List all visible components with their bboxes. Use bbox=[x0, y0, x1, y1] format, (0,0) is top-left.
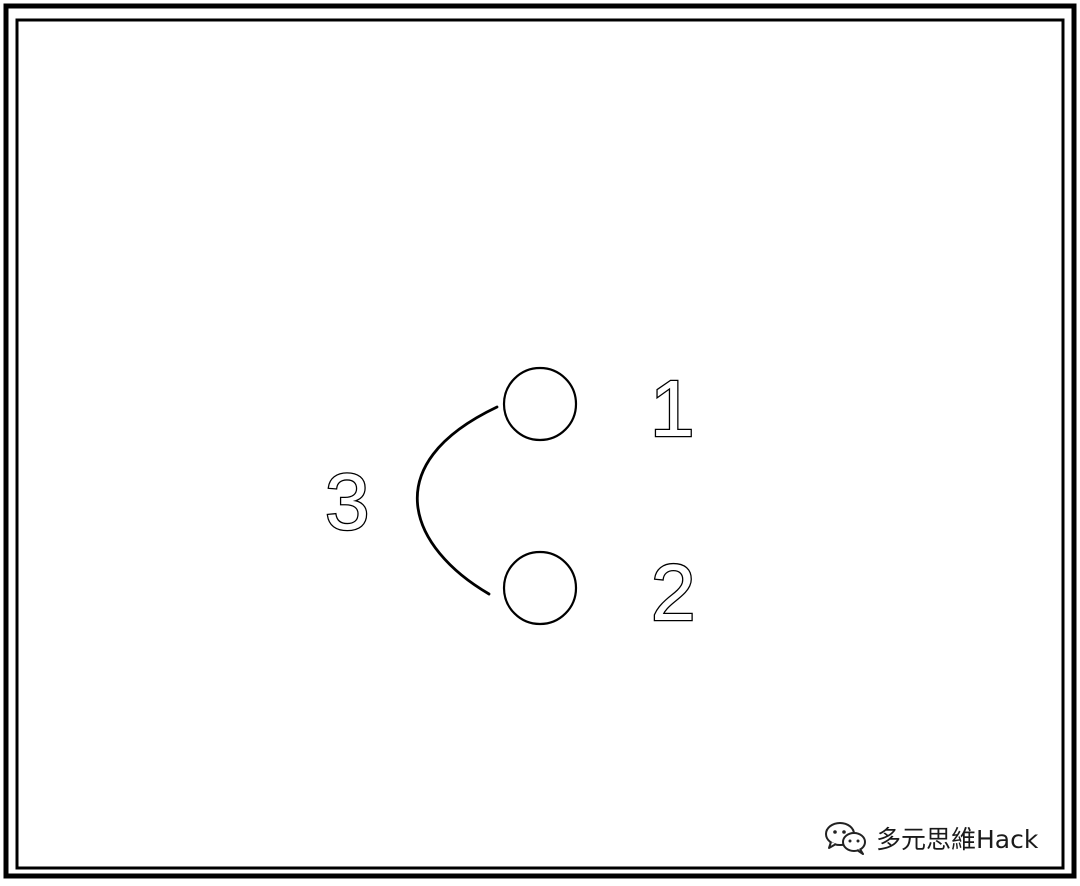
node-2-label: 2 bbox=[651, 548, 696, 637]
inner-border bbox=[15, 18, 1065, 870]
node-1-circle bbox=[502, 366, 578, 442]
outer-border bbox=[3, 3, 1077, 879]
connector-label: 3 bbox=[325, 457, 370, 546]
wechat-icon bbox=[825, 822, 866, 855]
node-2-circle bbox=[502, 550, 578, 626]
node-1-label: 1 bbox=[650, 364, 695, 453]
watermark-text: 多元思維Hack bbox=[876, 825, 1039, 854]
watermark: 多元思維Hack bbox=[824, 820, 1038, 856]
connector-arc bbox=[416, 405, 499, 596]
